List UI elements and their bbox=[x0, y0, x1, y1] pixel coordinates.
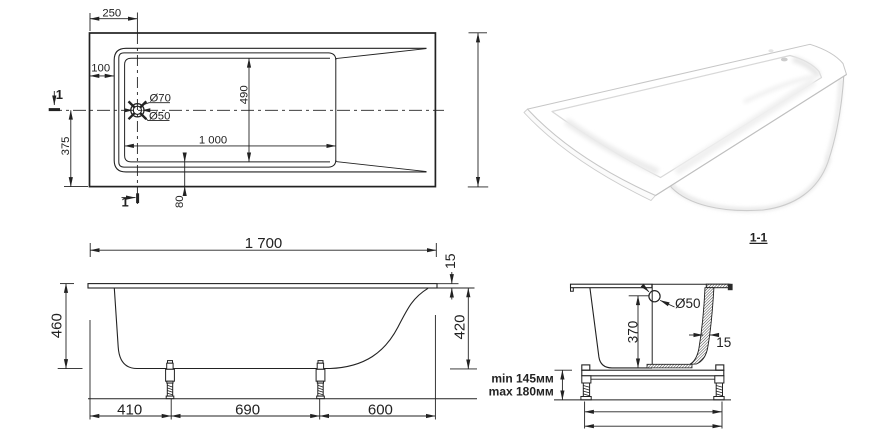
svg-text:Ø50: Ø50 bbox=[149, 110, 170, 122]
svg-text:375: 375 bbox=[60, 137, 72, 156]
svg-text:1-1: 1-1 bbox=[750, 231, 768, 245]
svg-text:1: 1 bbox=[56, 87, 63, 102]
svg-text:690: 690 bbox=[235, 402, 260, 419]
svg-text:max 180мм: max 180мм bbox=[489, 384, 554, 398]
svg-text:420: 420 bbox=[451, 314, 468, 339]
svg-text:1 700: 1 700 bbox=[245, 235, 283, 252]
svg-text:460: 460 bbox=[49, 313, 66, 338]
svg-text:Ø70: Ø70 bbox=[150, 93, 171, 105]
svg-text:250: 250 bbox=[102, 7, 121, 19]
svg-text:410: 410 bbox=[117, 402, 142, 419]
svg-text:490: 490 bbox=[238, 85, 250, 104]
svg-text:15: 15 bbox=[716, 335, 731, 350]
svg-text:min 145мм: min 145мм bbox=[491, 371, 554, 385]
svg-text:15: 15 bbox=[442, 253, 458, 269]
svg-text:370: 370 bbox=[625, 321, 640, 344]
svg-text:600: 600 bbox=[368, 402, 393, 419]
svg-text:1: 1 bbox=[122, 194, 129, 209]
svg-text:100: 100 bbox=[91, 63, 110, 75]
svg-text:1 000: 1 000 bbox=[199, 135, 227, 147]
svg-text:Ø50: Ø50 bbox=[675, 296, 701, 311]
svg-text:80: 80 bbox=[174, 195, 186, 208]
